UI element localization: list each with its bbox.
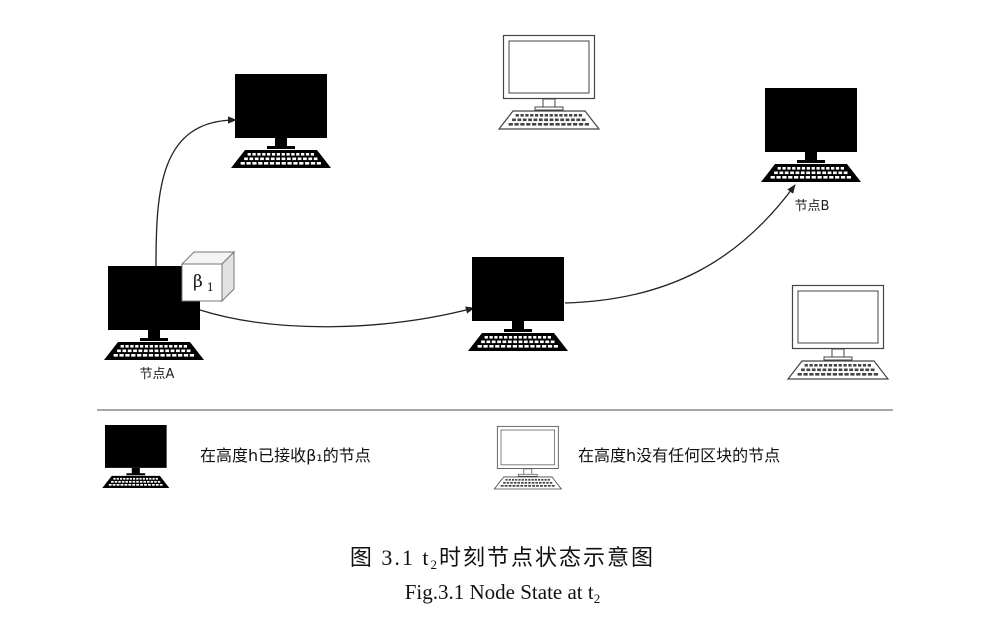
computer-icon-node-middle: [468, 257, 568, 351]
caption-cn-prefix: 图 3.1 t: [349, 545, 431, 570]
block-subscript: 1: [207, 281, 214, 294]
edge-a-to-middle: [199, 306, 475, 328]
figure-caption-english: Fig.3.1 Node State at t2: [0, 580, 1005, 606]
caption-en-prefix: Fig.3.1 Node State at t: [404, 580, 594, 604]
figure-caption-chinese: 图 3.1 t2时刻节点状态示意图: [0, 540, 1005, 572]
legend-received-computer-icon: [102, 425, 170, 488]
computer-icon-node-top-left: [231, 74, 331, 168]
node-a-label: 节点A: [140, 367, 175, 382]
legend-received-label: 在高度h已接收β₁的节点: [200, 446, 371, 465]
legend-not-received-label: 在高度h没有任何区块的节点: [578, 446, 780, 465]
block-symbol: β: [193, 272, 203, 292]
caption-en-subscript: 2: [593, 591, 601, 606]
legend-not-received-computer-icon: [493, 425, 563, 490]
computer-icon-node-right: [786, 284, 890, 380]
computer-icon-node-b: [761, 88, 861, 182]
node-b-label: 节点B: [795, 199, 830, 214]
edge-middle-to-b: [564, 184, 796, 304]
caption-cn-suffix: 时刻节点状态示意图: [439, 545, 656, 570]
edges: [155, 116, 796, 328]
computer-icon-node-top-center: [497, 34, 601, 130]
legend: 在高度h已接收β₁的节点 在高度h没有任何区块的节点: [102, 425, 780, 490]
caption-cn-subscript: 2: [430, 557, 440, 572]
edge-a-to-top-left: [155, 116, 237, 267]
